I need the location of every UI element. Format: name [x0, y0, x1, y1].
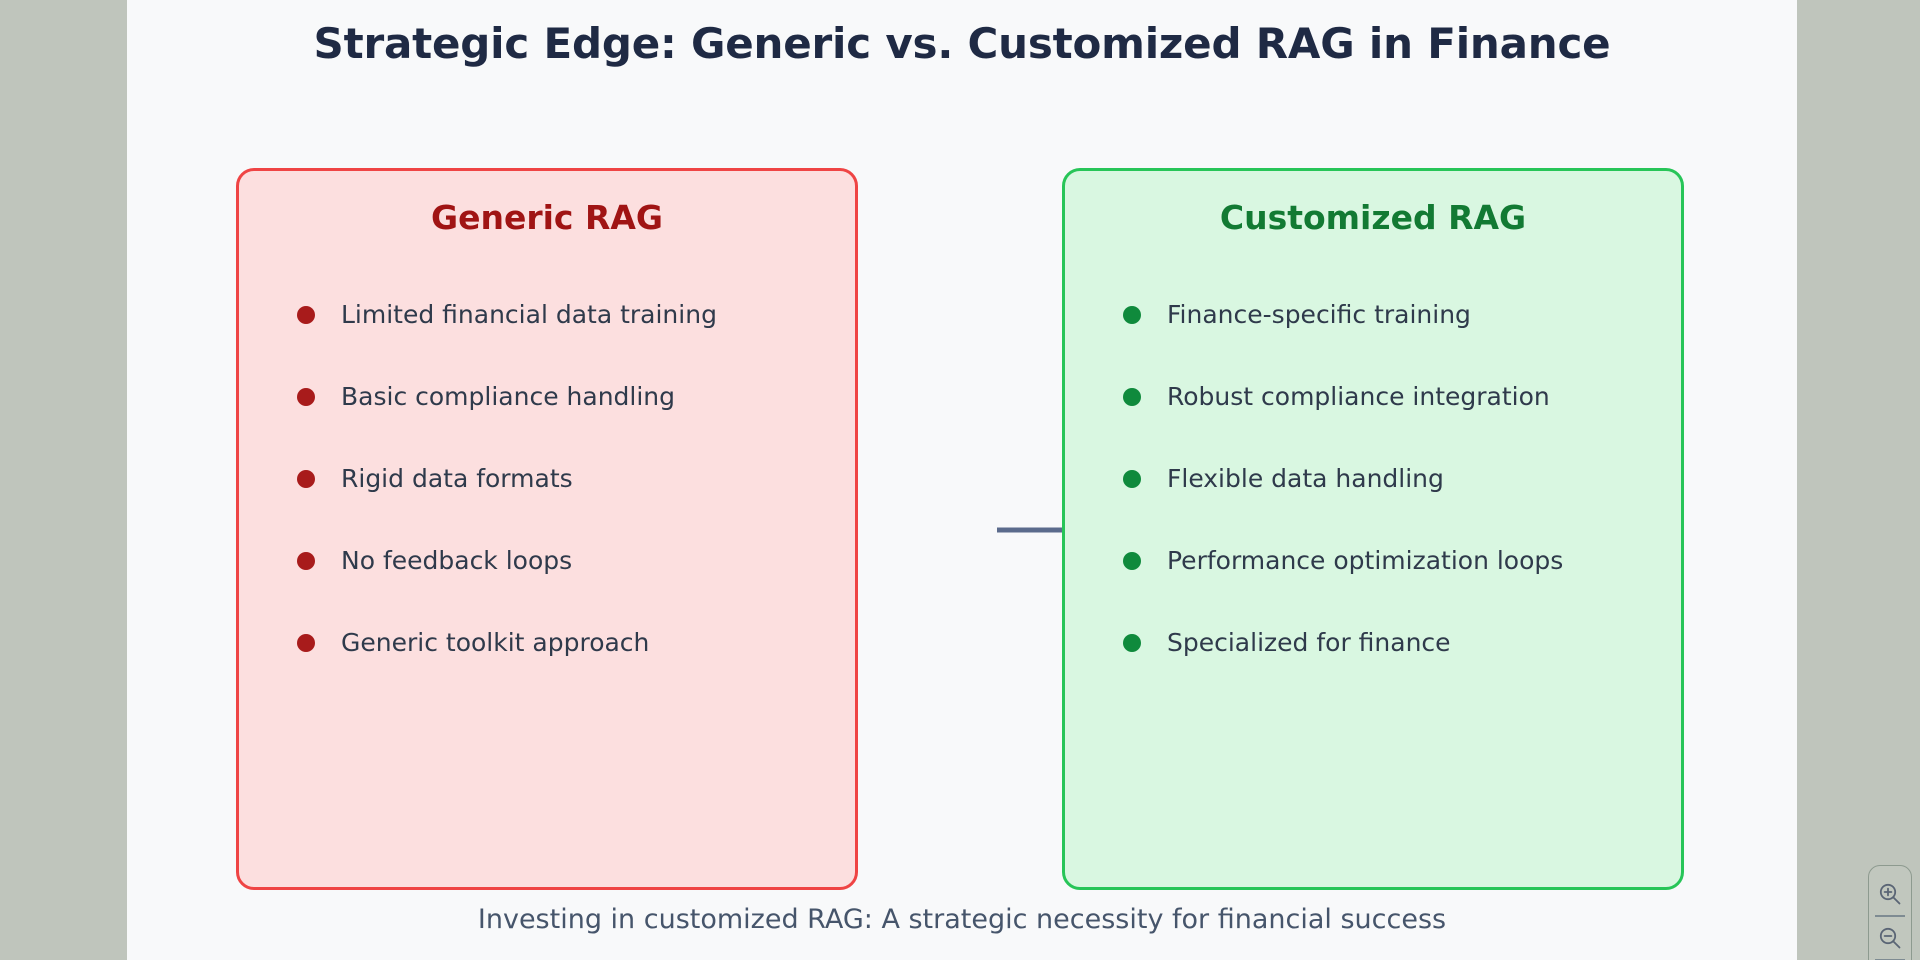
- zoom-controls-divider-bottom: [1875, 958, 1905, 960]
- slide-footer-caption: Investing in customized RAG: A strategic…: [477, 904, 1447, 935]
- panel-customized-title: Customized RAG: [1219, 198, 1527, 237]
- list-item: Robust compliance integration: [1065, 356, 1681, 438]
- bullet-dot-icon: [1123, 388, 1141, 406]
- panel-customized-list: Finance-specific training Robust complia…: [1065, 274, 1681, 684]
- list-item-label: Generic toolkit approach: [341, 628, 650, 658]
- list-item-label: Basic compliance handling: [341, 382, 676, 412]
- bullet-dot-icon: [297, 470, 315, 488]
- page-title: Strategic Edge: Generic vs. Customized R…: [313, 19, 1611, 68]
- list-item: No feedback loops: [239, 520, 855, 602]
- zoom-controls-rail: [1868, 865, 1912, 960]
- zoom-out-icon: [1879, 927, 1901, 948]
- list-item: Performance optimization loops: [1065, 520, 1681, 602]
- list-item: Finance-specific training: [1065, 274, 1681, 356]
- list-item-label: Finance-specific training: [1167, 300, 1471, 330]
- bullet-dot-icon: [1123, 634, 1141, 652]
- panel-generic-title: Generic RAG: [430, 198, 663, 237]
- list-item-label: Limited financial data training: [341, 300, 717, 330]
- list-item: Generic toolkit approach: [239, 602, 855, 684]
- panel-generic-list: Limited financial data training Basic co…: [239, 274, 855, 684]
- panel-generic-rag: Generic RAG Limited financial data train…: [236, 168, 858, 890]
- bullet-dot-icon: [297, 552, 315, 570]
- bullet-dot-icon: [1123, 306, 1141, 324]
- list-item: Basic compliance handling: [239, 356, 855, 438]
- bullet-dot-icon: [1123, 552, 1141, 570]
- list-item-label: Performance optimization loops: [1167, 546, 1564, 576]
- zoom-controls-divider: [1875, 915, 1905, 917]
- zoom-in-icon: [1879, 883, 1901, 905]
- panel-customized-rag: Customized RAG Finance-specific training…: [1062, 168, 1684, 890]
- list-item-label: No feedback loops: [341, 546, 573, 576]
- bullet-dot-icon: [297, 634, 315, 652]
- list-item: Specialized for finance: [1065, 602, 1681, 684]
- bullet-dot-icon: [1123, 470, 1141, 488]
- list-item-label: Robust compliance integration: [1167, 382, 1550, 412]
- bullet-dot-icon: [297, 306, 315, 324]
- list-item-label: Flexible data handling: [1167, 464, 1444, 494]
- list-item: Flexible data handling: [1065, 438, 1681, 520]
- list-item-label: Rigid data formats: [341, 464, 573, 494]
- bullet-dot-icon: [297, 388, 315, 406]
- list-item: Rigid data formats: [239, 438, 855, 520]
- zoom-out-button[interactable]: [1869, 917, 1911, 959]
- slide-canvas: Strategic Edge: Generic vs. Customized R…: [127, 0, 1797, 960]
- zoom-in-button[interactable]: [1869, 873, 1911, 915]
- list-item-label: Specialized for finance: [1167, 628, 1451, 658]
- list-item: Limited financial data training: [239, 274, 855, 356]
